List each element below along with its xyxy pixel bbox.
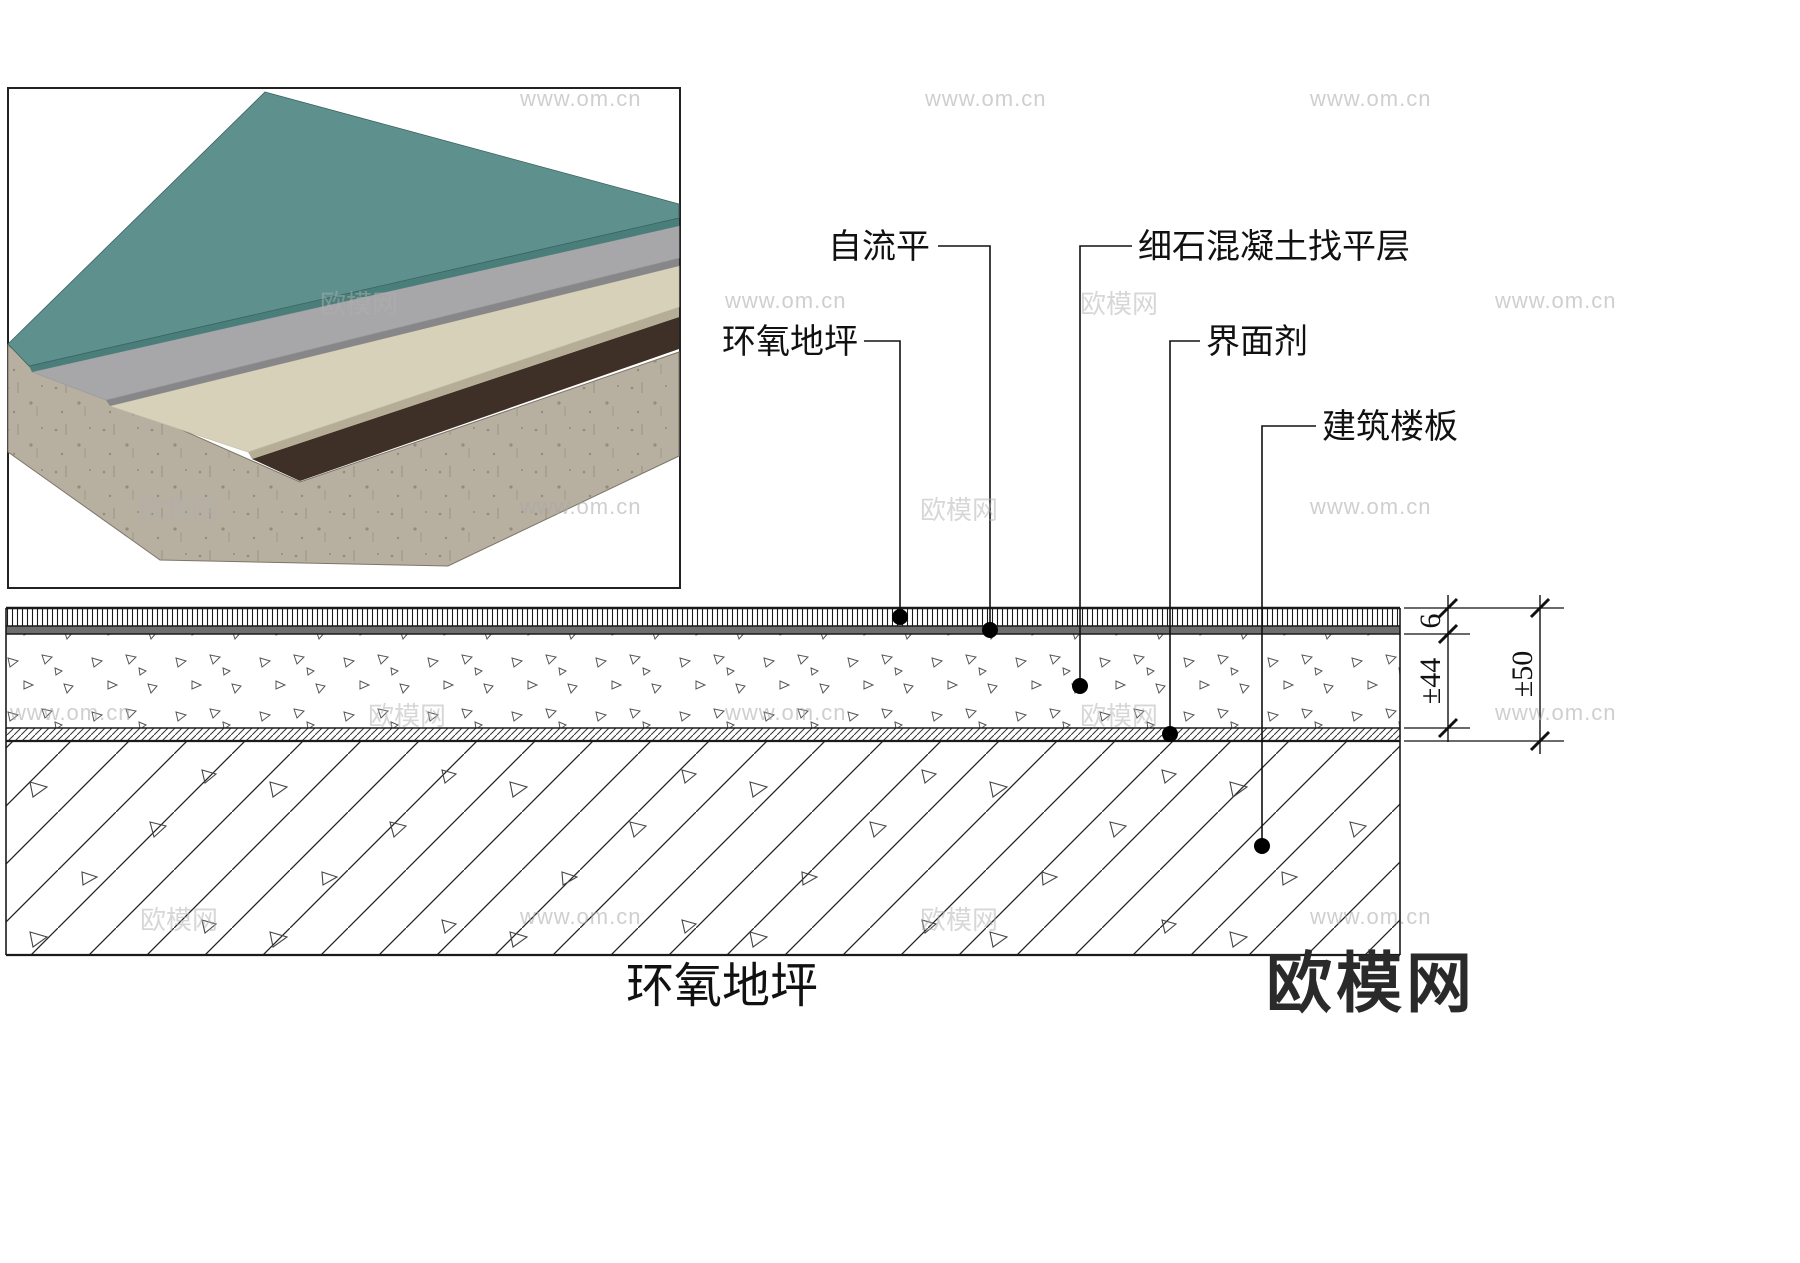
dim-overall-thickness: ±50 [1506, 651, 1539, 697]
dim-leveling-thickness: ±44 [1414, 658, 1447, 704]
layer-epoxy-selfleveling-hatch [6, 608, 1400, 626]
section-view [5, 606, 1401, 957]
layer-leveling-texture [6, 634, 1400, 728]
isometric-inset [7, 87, 681, 589]
dot-self-leveling [982, 622, 998, 638]
concrete-texture-3d [8, 345, 679, 566]
dimension-tick-marks [1437, 597, 1551, 752]
dot-leveling-layer [1072, 678, 1088, 694]
leader-building-slab [1261, 425, 1316, 846]
dot-building-slab [1254, 838, 1270, 854]
label-epoxy-floor: 环氧地坪 [722, 323, 858, 361]
label-interface-agent: 界面剂 [1206, 323, 1308, 361]
leader-interface-agent [1169, 340, 1200, 734]
teal-top-surface-3d [7, 91, 680, 367]
leader-leveling-layer [1079, 245, 1132, 686]
dimension-annotations: 6 ±44 ±50 [1404, 595, 1564, 754]
drawing-title: 环氧地坪 [626, 960, 818, 1013]
layer-interface-agent-hatch [6, 728, 1400, 741]
brand-logo: 欧模网 [1266, 946, 1476, 1020]
layer-dark-strip [6, 626, 1400, 634]
extension-lines [1404, 607, 1564, 742]
beige-layer-edge-3d [248, 307, 679, 459]
leader-lines [864, 245, 1316, 846]
leader-epoxy-floor [864, 340, 901, 617]
leader-self-leveling [938, 245, 991, 630]
leader-dots [892, 609, 1270, 854]
callout-labels: 环氧地坪 自流平 细石混凝土找平层 界面剂 建筑楼板 [722, 228, 1458, 446]
brown-layer-3d [252, 317, 679, 481]
teal-layer-edge-3d [29, 218, 679, 372]
layer-slab-triangles [6, 741, 1400, 955]
label-self-leveling: 自流平 [828, 228, 930, 266]
dim-coating-thickness: 6 [1414, 614, 1447, 629]
label-building-slab: 建筑楼板 [1322, 408, 1458, 446]
gray-layer-edge-3d [106, 258, 679, 406]
dot-epoxy-floor [892, 609, 908, 625]
isometric-layer-block [7, 91, 680, 567]
dot-interface-agent [1162, 726, 1178, 742]
label-leveling-layer: 细石混凝土找平层 [1138, 228, 1410, 266]
